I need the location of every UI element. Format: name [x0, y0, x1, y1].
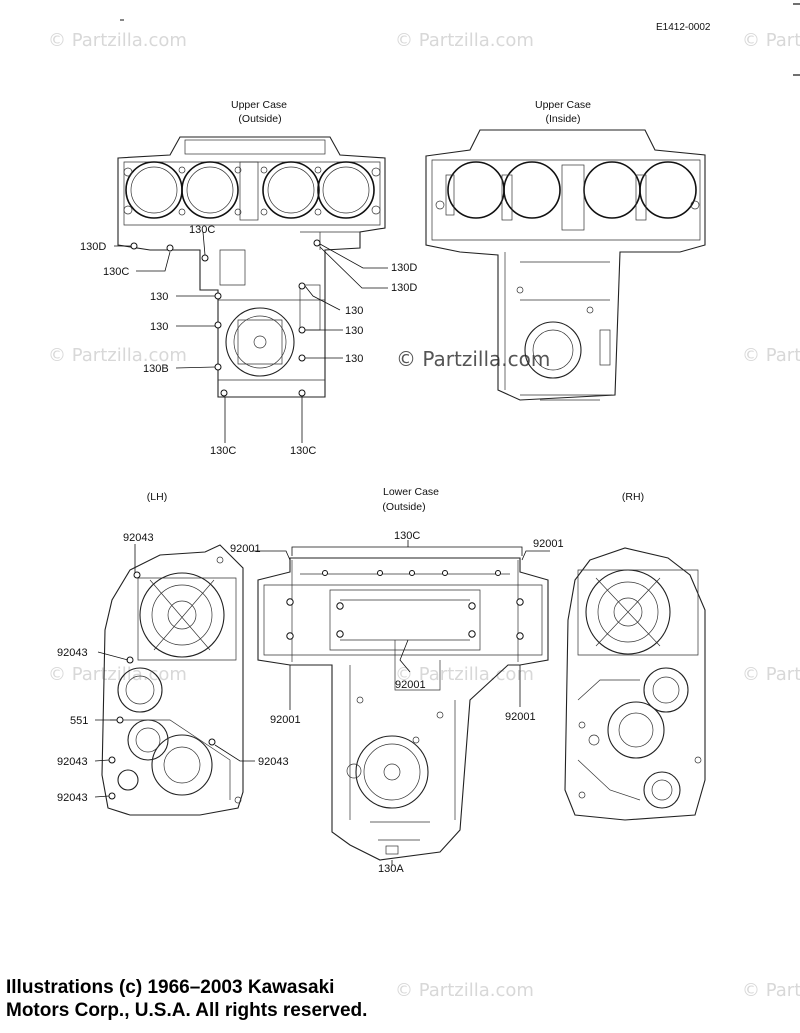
watermark: © Partzilla.com: [48, 664, 187, 685]
part-label-92001: 92001: [505, 711, 536, 723]
part-label-130C: 130C: [394, 530, 420, 542]
part-label-92001: 92001: [230, 543, 261, 555]
copyright-line-1: Illustrations (c) 1966–2003 Kawasaki: [6, 977, 335, 998]
watermark: © Partzilla.com: [395, 980, 534, 1001]
lh-title: (LH): [147, 491, 167, 503]
watermark: © Partzilla.com: [395, 30, 534, 51]
upper-inside-subtitle: (Inside): [545, 113, 580, 125]
part-label-92043: 92043: [123, 532, 154, 544]
upper-outside-part-labels: 130D 130C 130C 130 130 130B 130C 130C 13…: [80, 224, 417, 457]
lower-outside-subtitle: (Outside): [382, 501, 425, 513]
part-label-130D: 130D: [391, 262, 417, 274]
part-label-130D: 130D: [391, 282, 417, 294]
part-label-130: 130: [150, 291, 168, 303]
upper-outside-title: Upper Case: [231, 99, 287, 111]
watermark: © Partzilla.com: [48, 30, 187, 51]
part-label-130: 130: [345, 305, 363, 317]
watermark: © Partzilla.com: [742, 345, 800, 366]
lh-leaders: [94, 544, 255, 798]
copyright-line-2: Motors Corp., U.S.A. All rights reserved…: [6, 1000, 368, 1021]
part-label-551: 551: [70, 715, 88, 727]
lh-case-drawing: [101, 544, 244, 816]
watermark-layer: © Partzilla.com © Partzilla.com © Partzi…: [48, 30, 800, 1001]
part-label-130C: 130C: [290, 445, 316, 457]
lower-outside-title: Lower Case: [383, 486, 439, 498]
watermark: © Partzilla.com: [742, 30, 800, 51]
part-label-92043: 92043: [258, 756, 289, 768]
copyright-notice: Illustrations (c) 1966–2003 Kawasaki Mot…: [6, 976, 367, 1022]
part-label-130C: 130C: [189, 224, 215, 236]
part-label-130A: 130A: [378, 863, 404, 875]
upper-case-inside-drawing: [425, 129, 706, 401]
watermark: © Partzilla.com: [742, 664, 800, 685]
watermark: © Partzilla.com: [395, 664, 534, 685]
part-label-92043: 92043: [57, 647, 88, 659]
rh-case-drawing: [564, 547, 706, 821]
rh-title: (RH): [622, 491, 644, 503]
part-label-130: 130: [345, 353, 363, 365]
watermark: © Partzilla.com: [48, 345, 187, 366]
part-label-130: 130: [345, 325, 363, 337]
part-label-92001: 92001: [270, 714, 301, 726]
watermark-center: © Partzilla.com: [396, 347, 550, 371]
part-label-92043: 92043: [57, 792, 88, 804]
lower-outside-leaders: [252, 540, 550, 866]
diagram-code: E1412-0002: [656, 22, 711, 33]
lower-outside-part-labels: 92001 130C 92001 92001 92001 92001 130A: [230, 530, 564, 875]
watermark: © Partzilla.com: [742, 980, 800, 1001]
upper-case-outside-drawing: [117, 136, 386, 398]
lower-case-outside-drawing: [257, 557, 549, 861]
part-label-130C: 130C: [210, 445, 236, 457]
part-label-92001: 92001: [533, 538, 564, 550]
part-label-130D: 130D: [80, 241, 106, 253]
part-label-130C: 130C: [103, 266, 129, 278]
part-label-130B: 130B: [143, 363, 169, 375]
lh-part-labels: 92043 92043 551 92043 92043 92043: [57, 532, 289, 804]
part-label-92001: 92001: [395, 679, 426, 691]
upper-outside-leaders: [114, 231, 388, 443]
part-label-92043: 92043: [57, 756, 88, 768]
upper-inside-title: Upper Case: [535, 99, 591, 111]
upper-outside-subtitle: (Outside): [238, 113, 281, 125]
part-label-130: 130: [150, 321, 168, 333]
